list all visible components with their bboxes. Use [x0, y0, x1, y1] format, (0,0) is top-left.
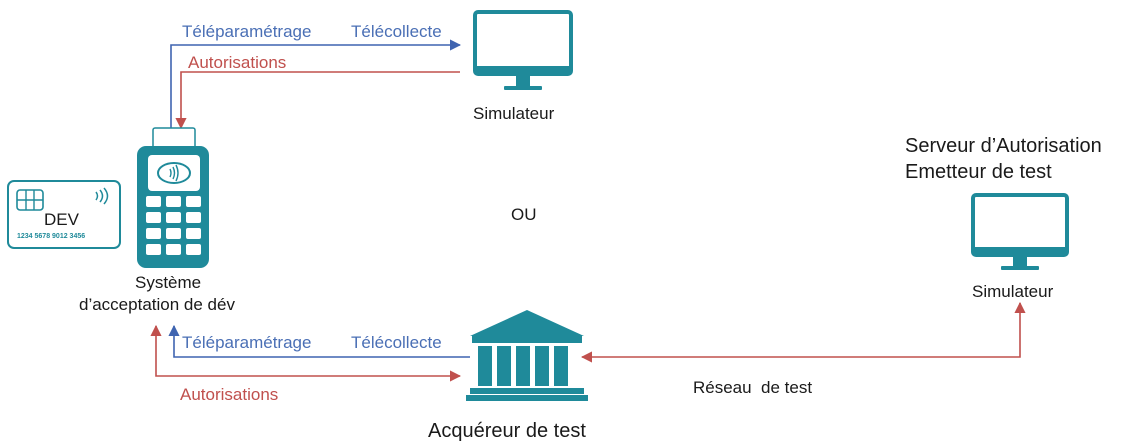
bank-icon: [466, 310, 588, 401]
card-number: 1234 5678 9012 3456: [17, 233, 86, 240]
monitor-icon: [971, 193, 1069, 270]
top-teleparametrage-label: Téléparamétrage: [182, 22, 312, 41]
server-title-line2: Emetteur de test: [905, 161, 1052, 183]
card-brand: DEV: [44, 210, 79, 229]
payment-terminal-icon: [137, 127, 209, 268]
terminal-label-line2: d’acceptation de dév: [79, 295, 235, 314]
network-label: Réseau de test: [693, 378, 813, 397]
bottom-telecollecte-label: Télécollecte: [351, 333, 442, 352]
monitor-icon: [473, 10, 573, 90]
contactless-card-icon: [7, 180, 121, 249]
terminal-label-line1: Système: [135, 273, 202, 292]
network-arrow: [580, 301, 1026, 363]
server-title-line1: Serveur d’Autorisation: [905, 135, 1102, 157]
bottom-teleparametrage-label: Téléparamétrage: [182, 333, 312, 352]
top-blue-arrow: [170, 39, 462, 142]
bottom-red-arrow: [150, 324, 462, 382]
separator-ou: OU: [511, 205, 537, 224]
acquirer-label: Acquéreur de test: [428, 420, 586, 442]
top-simulator-label: Simulateur: [473, 104, 555, 123]
right-simulator-label: Simulateur: [972, 282, 1054, 301]
top-telecollecte-label: Télécollecte: [351, 22, 442, 41]
bottom-autorisations-label: Autorisations: [180, 385, 279, 404]
top-autorisations-label: Autorisations: [188, 53, 287, 72]
top-red-arrow: [175, 71, 460, 130]
